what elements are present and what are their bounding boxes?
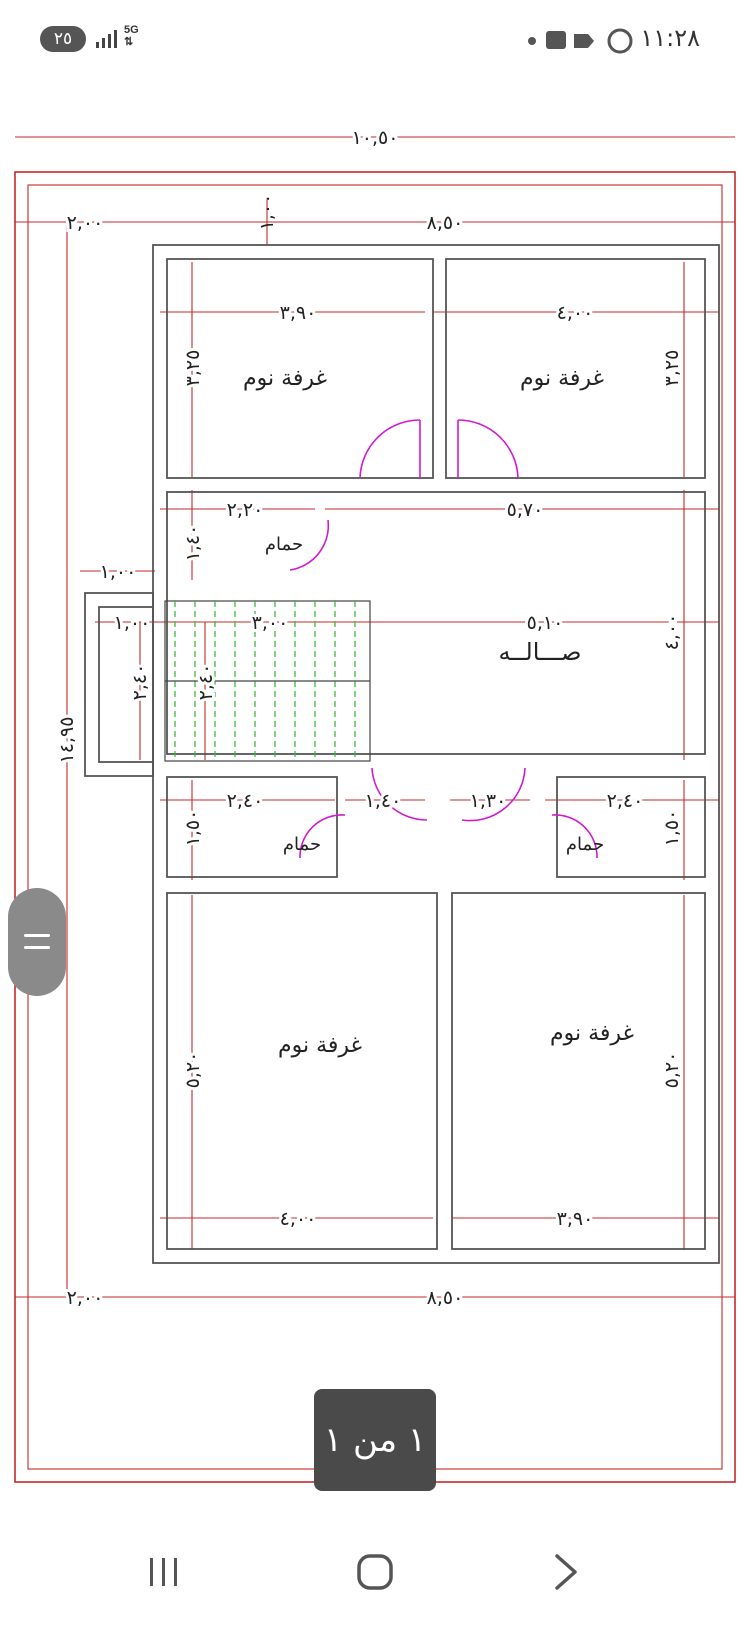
- dim-room-tr-width: ٤,٠٠: [557, 302, 594, 324]
- dim-stair-height-outer: ٢,٤٠: [129, 664, 151, 701]
- dim-hall-height: ٤,٠٠: [661, 614, 683, 651]
- dim-top-setback: ١,٠٠: [256, 194, 278, 231]
- staircase: [164, 600, 371, 762]
- dim-stair-offset: ١,٠٠: [100, 561, 137, 583]
- dim-stair-offset-2: ١,٠٠: [114, 612, 151, 634]
- room-labels: غرفة نوم غرفة نوم حمام صـــالــه حمام حم…: [243, 366, 634, 1058]
- status-bar: ٢٥ 5G ⇅ ١١:٢٨: [0, 0, 750, 80]
- video-icon: [546, 31, 566, 49]
- label-bathroom-br: حمام: [566, 834, 604, 855]
- home-button[interactable]: [345, 1542, 405, 1602]
- dim-bath-bl-width: ٢,٤٠: [227, 790, 264, 812]
- label-bathroom-bl: حمام: [283, 834, 321, 855]
- door-bath-br: [551, 814, 598, 859]
- tag-icon: [574, 34, 594, 48]
- door-hall-br: [461, 767, 526, 822]
- dim-total-width: ١٠,٥٠: [352, 127, 399, 149]
- dim-stair-height-inner: ٢,٤٠: [195, 664, 217, 701]
- dim-overall-length: ١٤,٩٥: [56, 717, 78, 764]
- dim-side-setback: ٢,٠٠: [67, 212, 104, 234]
- dot-icon: [528, 37, 536, 45]
- label-bathroom-top: حمام: [265, 534, 303, 555]
- network-type: 5G ⇅: [124, 24, 139, 48]
- system-nav-bar: [0, 1520, 750, 1625]
- label-bedroom-bl: غرفة نوم: [278, 1033, 362, 1058]
- chevron-right-icon: [555, 1554, 577, 1590]
- floor-plan: ١٠,٥٠ ٢,٠٠ ٨,٥٠ ١,٠٠ ٣,٩٠ ٤,٠٠ ٣,٢٥ ٣,٢٥…: [14, 124, 736, 1483]
- page-indicator: ١ من ١: [314, 1389, 436, 1491]
- home-icon: [357, 1554, 393, 1590]
- dim-room-tr-height: ٣,٢٥: [661, 350, 683, 387]
- handle-line: [24, 934, 50, 937]
- notification-icons: [528, 28, 633, 54]
- dim-bath-top-height: ١,٤٠: [182, 525, 204, 562]
- dim-bottom-setback: ٢,٠٠: [67, 1287, 104, 1309]
- side-panel-handle[interactable]: [8, 888, 66, 996]
- dim-corridor-width: ٥,٧٠: [507, 499, 544, 521]
- dim-hall-width: ٥,١٠: [527, 612, 564, 634]
- dim-room-tl-height: ٣,٢٥: [182, 350, 204, 387]
- label-hall: صـــالــه: [498, 638, 581, 666]
- plot-boundary: [14, 171, 736, 1483]
- dim-room-tl-width: ٣,٩٠: [280, 302, 317, 324]
- recent-apps-icon: [150, 1558, 177, 1586]
- dim-stair-length: ٣,٠٠: [252, 612, 289, 634]
- handle-line: [24, 946, 50, 949]
- door-hall-bl: [371, 767, 428, 821]
- whatsapp-icon: [607, 28, 633, 54]
- door-bath-top: [289, 519, 330, 571]
- battery-indicator: ٢٥: [40, 26, 86, 52]
- walls: [84, 244, 720, 1264]
- dim-door-br-width: ١,٣٠: [470, 790, 507, 812]
- signal-icon: [96, 30, 117, 48]
- back-button[interactable]: [535, 1542, 595, 1602]
- dim-building-width: ٨,٥٠: [427, 212, 464, 234]
- dim-room-br-width: ٣,٩٠: [557, 1208, 594, 1230]
- dim-room-bl-width: ٤,٠٠: [280, 1208, 317, 1230]
- data-arrows-icon: ⇅: [124, 36, 134, 48]
- door-bedroom-tl: [359, 419, 421, 479]
- label-bedroom-tr: غرفة نوم: [520, 366, 604, 391]
- door-bath-bl: [299, 814, 346, 859]
- dim-bath-br-width: ٢,٤٠: [607, 790, 644, 812]
- status-time: ١١:٢٨: [640, 24, 700, 52]
- door-bedroom-tr: [457, 419, 519, 479]
- label-bedroom-tl: غرفة نوم: [243, 366, 327, 391]
- dimension-texts: ١٠,٥٠ ٢,٠٠ ٨,٥٠ ١,٠٠ ٣,٩٠ ٤,٠٠ ٣,٢٥ ٣,٢٥…: [53, 124, 686, 1312]
- dim-bath-top-width: ٢,٢٠: [227, 499, 264, 521]
- dimension-lines: [15, 136, 735, 1298]
- dim-bath-bl-height: ١,٥٠: [182, 810, 204, 847]
- recent-apps-button[interactable]: [134, 1542, 194, 1602]
- dim-bottom-width: ٨,٥٠: [427, 1287, 464, 1309]
- doors: [289, 419, 598, 859]
- dim-room-br-height: ٥,٢٠: [661, 1052, 683, 1089]
- dim-room-bl-height: ٥,٢٠: [182, 1052, 204, 1089]
- dim-bath-br-height: ١,٥٠: [661, 810, 683, 847]
- label-bedroom-br: غرفة نوم: [550, 1021, 634, 1046]
- dim-door-bl-width: ١,٤٠: [365, 790, 402, 812]
